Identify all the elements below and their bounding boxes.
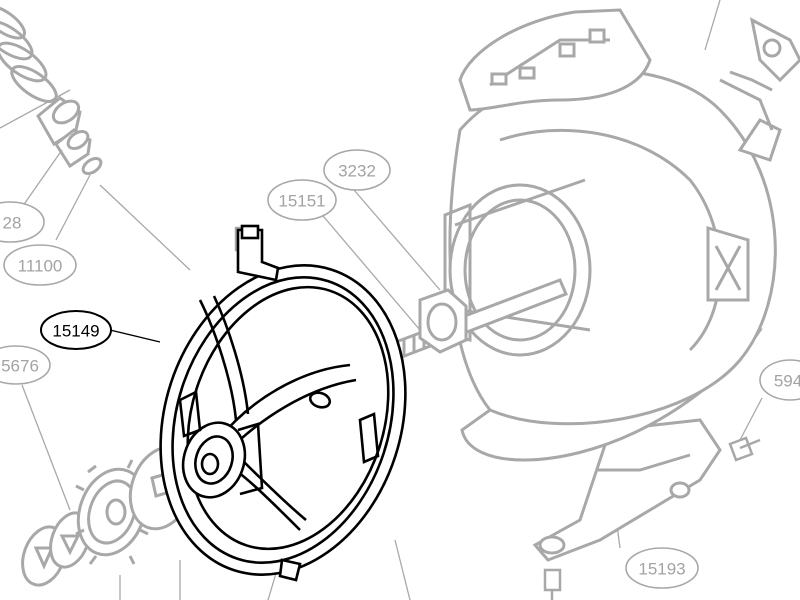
callout-28-label: 28 xyxy=(3,214,22,233)
callout-5676[interactable]: 5676 xyxy=(0,345,51,385)
bottom-screw-part xyxy=(543,568,562,600)
callout-11100[interactable]: 11100 xyxy=(3,244,77,286)
nut-part xyxy=(418,288,468,354)
callout-15151[interactable]: 15151 xyxy=(267,179,337,221)
gear-part xyxy=(75,459,149,565)
callout-28[interactable]: 28 xyxy=(0,201,45,243)
leader-lines xyxy=(0,0,763,600)
callout-15193-label: 15193 xyxy=(638,560,685,579)
screw-part xyxy=(728,436,761,462)
bushing-part xyxy=(36,96,103,176)
spring-part xyxy=(0,4,58,103)
callout-3232-label: 3232 xyxy=(338,162,376,181)
reel-body-part xyxy=(443,8,800,562)
callout-15149[interactable]: 15149 xyxy=(40,310,112,350)
callout-5676-label: 5676 xyxy=(1,357,39,376)
rotor-part-15149[interactable] xyxy=(122,224,444,600)
callout-594-label: 594 xyxy=(774,372,800,391)
callout-15193[interactable]: 15193 xyxy=(625,547,699,589)
leader-line-15149 xyxy=(109,329,161,343)
callout-11100-label: 11100 xyxy=(18,257,63,276)
callout-15149-label: 15149 xyxy=(52,322,99,341)
callout-594[interactable]: 594 xyxy=(759,359,800,401)
callout-15151-label: 15151 xyxy=(278,192,325,211)
callout-3232[interactable]: 3232 xyxy=(323,149,391,191)
